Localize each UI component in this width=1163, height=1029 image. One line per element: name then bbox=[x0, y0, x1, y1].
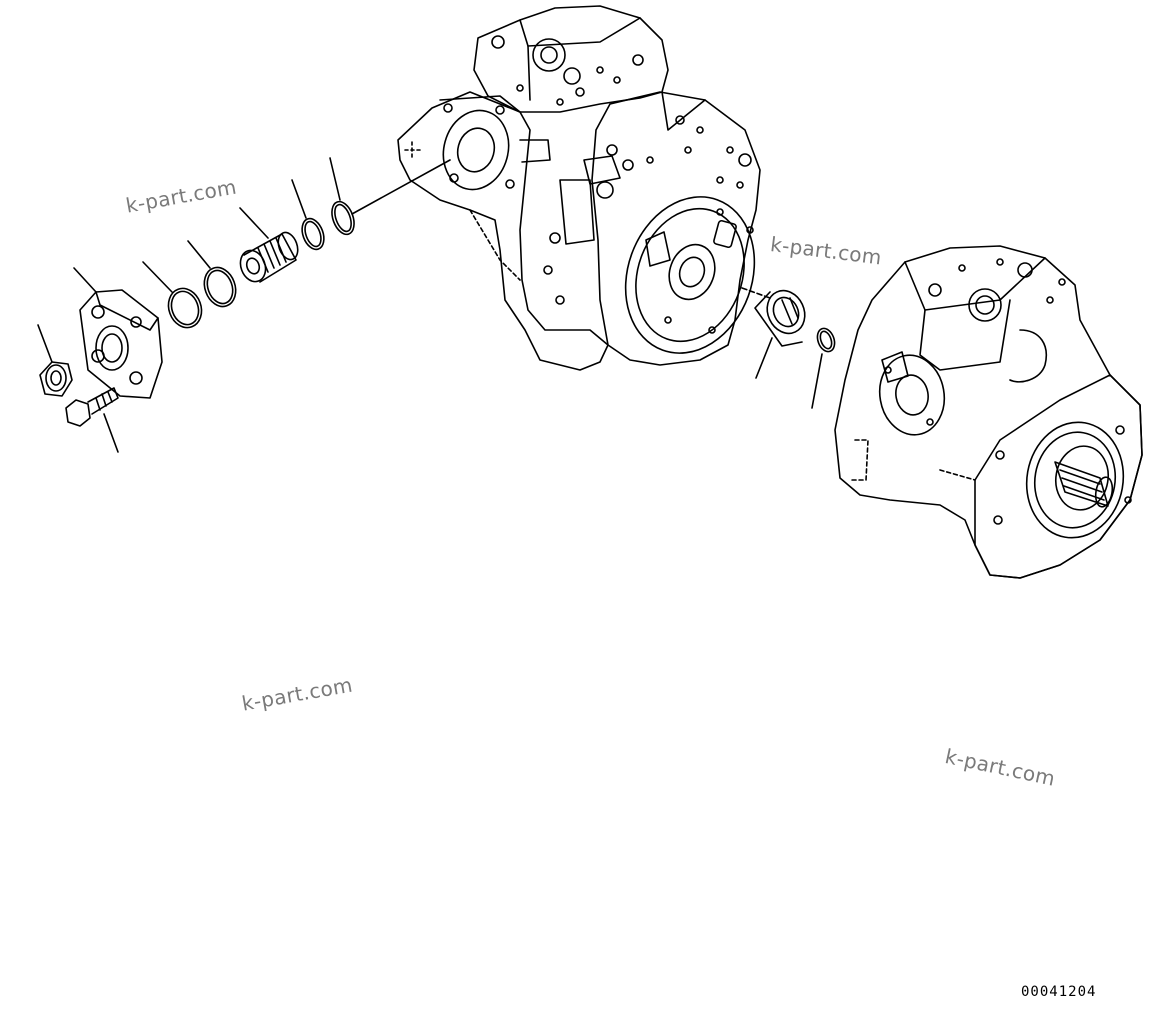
hex-nut-part bbox=[38, 325, 72, 396]
main-pump-assembly bbox=[398, 6, 776, 371]
o-ring-part-1 bbox=[143, 262, 207, 332]
o-ring-part-2 bbox=[188, 241, 241, 311]
o-ring-part-4 bbox=[328, 158, 450, 237]
drawing-number: 00041204 bbox=[1021, 984, 1097, 1000]
right-pump-assembly bbox=[835, 246, 1142, 578]
o-ring-part-3 bbox=[292, 180, 328, 252]
snap-ring-part bbox=[812, 326, 838, 408]
flange-plate-part bbox=[74, 268, 162, 398]
spool-part bbox=[236, 208, 301, 285]
bolt-part bbox=[66, 388, 118, 452]
bushing-part bbox=[742, 284, 812, 378]
